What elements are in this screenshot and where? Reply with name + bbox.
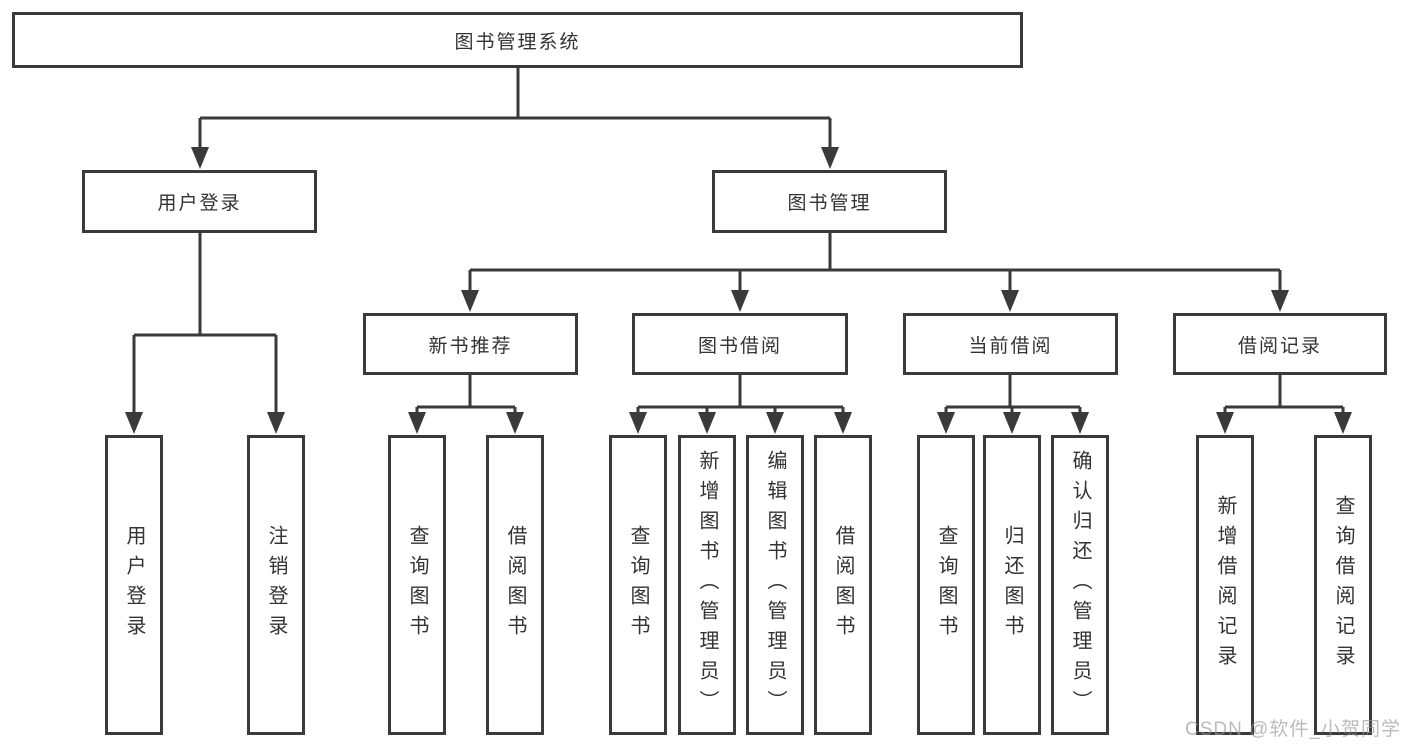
arrowheads	[125, 147, 1352, 434]
leaf-edit-books-admin: 编辑图书（管理员）	[746, 435, 804, 735]
leaf-confirm-return-admin-label: 确认归还（管理员）	[1069, 450, 1091, 720]
leaf-logout-label: 注销登录	[265, 525, 287, 645]
leaf-return-books: 归还图书	[983, 435, 1041, 735]
csdn-watermark: CSDN @软件_小贺同学	[1185, 719, 1401, 740]
leaf-query-books-2-label: 查询图书	[627, 525, 649, 645]
leaf-logout: 注销登录	[247, 435, 305, 735]
leaf-borrow-books-1: 借阅图书	[486, 435, 544, 735]
leaf-return-books-label: 归还图书	[1001, 525, 1023, 645]
leaf-user-login-label: 用户登录	[123, 525, 145, 645]
leaf-borrow-books-2-label: 借阅图书	[832, 525, 854, 645]
node-user-login-branch-label: 用户登录	[157, 193, 242, 214]
leaf-query-borrow-record: 查询借阅记录	[1314, 435, 1372, 735]
leaf-add-borrow-record: 新增借阅记录	[1196, 435, 1254, 735]
leaf-add-books-admin: 新增图书（管理员）	[678, 435, 736, 735]
node-new-book-recommendation: 新书推荐	[363, 313, 578, 375]
leaf-add-books-admin-label: 新增图书（管理员）	[696, 450, 718, 720]
leaf-add-borrow-record-label: 新增借阅记录	[1214, 495, 1236, 675]
node-book-management-branch: 图书管理	[712, 170, 947, 233]
leaf-borrow-books-1-label: 借阅图书	[504, 525, 526, 645]
leaf-query-books-3-label: 查询图书	[935, 525, 957, 645]
leaf-query-books-2: 查询图书	[609, 435, 667, 735]
leaf-confirm-return-admin: 确认归还（管理员）	[1051, 435, 1109, 735]
node-current-borrowing-label: 当前借阅	[968, 335, 1053, 357]
node-root: 图书管理系统	[12, 12, 1023, 68]
node-book-management-branch-label: 图书管理	[787, 193, 872, 214]
leaf-query-borrow-record-label: 查询借阅记录	[1332, 495, 1354, 675]
leaf-query-books-3: 查询图书	[917, 435, 975, 735]
node-root-label: 图书管理系统	[454, 31, 581, 53]
node-current-borrowing: 当前借阅	[903, 313, 1118, 375]
leaf-query-books-1: 查询图书	[388, 435, 446, 735]
node-book-borrowing-label: 图书借阅	[697, 335, 782, 357]
node-new-book-recommendation-label: 新书推荐	[428, 335, 513, 357]
leaf-edit-books-admin-label: 编辑图书（管理员）	[764, 450, 786, 720]
leaf-borrow-books-2: 借阅图书	[814, 435, 872, 735]
node-user-login-branch: 用户登录	[82, 170, 317, 233]
leaf-user-login: 用户登录	[105, 435, 163, 735]
node-borrowing-records: 借阅记录	[1173, 313, 1387, 375]
node-book-borrowing: 图书借阅	[632, 313, 848, 375]
node-borrowing-records-label: 借阅记录	[1237, 335, 1322, 357]
leaf-query-books-1-label: 查询图书	[406, 525, 428, 645]
